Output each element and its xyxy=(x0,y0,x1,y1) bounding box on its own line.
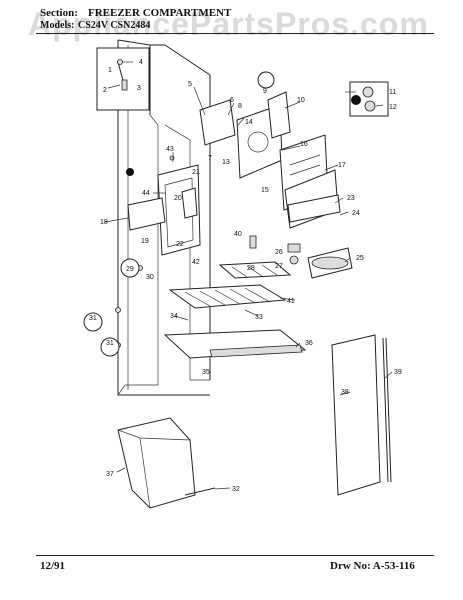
callout-5: 5 xyxy=(188,81,192,88)
ice-bucket xyxy=(117,417,216,509)
callout-20: 20 xyxy=(174,195,182,202)
callout-7: 7 xyxy=(208,155,212,162)
door-panel xyxy=(331,334,392,496)
callout-26: 26 xyxy=(275,249,283,256)
callout-16: 16 xyxy=(300,141,308,148)
callout-34: 34 xyxy=(170,313,178,320)
section-label: Section: xyxy=(40,7,78,19)
callout-6: 6 xyxy=(230,97,234,104)
callout-13: 13 xyxy=(222,159,230,166)
callout-31b: 31 xyxy=(106,340,114,347)
solid-shelf xyxy=(163,329,307,359)
wire-shelf xyxy=(168,261,292,309)
callout-42: 42 xyxy=(192,259,200,266)
callout-39: 39 xyxy=(394,369,402,376)
callout-33: 33 xyxy=(255,314,263,321)
callout-4: 4 xyxy=(139,59,143,66)
callout-11: 11 xyxy=(389,89,396,96)
callout-29: 29 xyxy=(126,266,134,273)
callout-19: 19 xyxy=(141,238,149,245)
callout-41: 41 xyxy=(287,298,295,305)
bracket-parts-23-28 xyxy=(249,194,353,279)
callout-40: 40 xyxy=(234,231,242,238)
callout-21: 21 xyxy=(192,169,200,176)
inset-parts-1-4 xyxy=(96,47,150,111)
callout-32: 32 xyxy=(232,486,240,493)
callout-10: 10 xyxy=(297,97,305,104)
callout-22: 22 xyxy=(176,241,184,248)
callout-bubbles xyxy=(83,71,275,357)
callout-9: 9 xyxy=(263,88,267,95)
callout-labels: 1 2 3 4 5 6 7 8 9 10 11 12 13 14 15 16 1… xyxy=(89,59,402,493)
header-rule xyxy=(36,33,434,34)
section-title: FREEZER COMPARTMENT xyxy=(88,7,232,19)
callout-38: 38 xyxy=(341,389,349,396)
callout-1: 1 xyxy=(108,67,112,74)
drawing-number: Drw No: A-53-116 xyxy=(330,560,415,572)
callout-44: 44 xyxy=(142,190,150,197)
callout-15: 15 xyxy=(261,187,269,194)
callout-17: 17 xyxy=(338,162,346,169)
callout-31a: 31 xyxy=(89,315,97,322)
callout-36: 36 xyxy=(305,340,313,347)
models-value: CS24V CSN2484 xyxy=(78,20,151,31)
footer-date: 12/91 xyxy=(40,560,66,572)
callout-37: 37 xyxy=(106,471,114,478)
callout-3: 3 xyxy=(137,85,141,92)
callout-14: 14 xyxy=(245,119,253,126)
callout-25: 25 xyxy=(356,255,364,262)
callout-23: 23 xyxy=(347,195,355,202)
callout-12: 12 xyxy=(389,104,397,111)
callout-24: 24 xyxy=(352,210,360,217)
ice-chute-assembly xyxy=(127,164,201,256)
callout-28: 28 xyxy=(247,265,255,272)
callout-18: 18 xyxy=(100,219,108,226)
inset-parts-11-12 xyxy=(349,81,389,117)
leader-lines xyxy=(104,61,393,490)
footer-rule xyxy=(36,555,434,556)
callout-27: 27 xyxy=(275,263,283,270)
callout-2: 2 xyxy=(103,87,107,94)
callout-8: 8 xyxy=(238,103,242,110)
callout-43: 43 xyxy=(166,146,174,153)
models-label: Models: xyxy=(40,20,75,31)
callout-30: 30 xyxy=(146,274,154,281)
callout-35: 35 xyxy=(202,369,210,376)
cabinet-liner xyxy=(117,39,211,396)
